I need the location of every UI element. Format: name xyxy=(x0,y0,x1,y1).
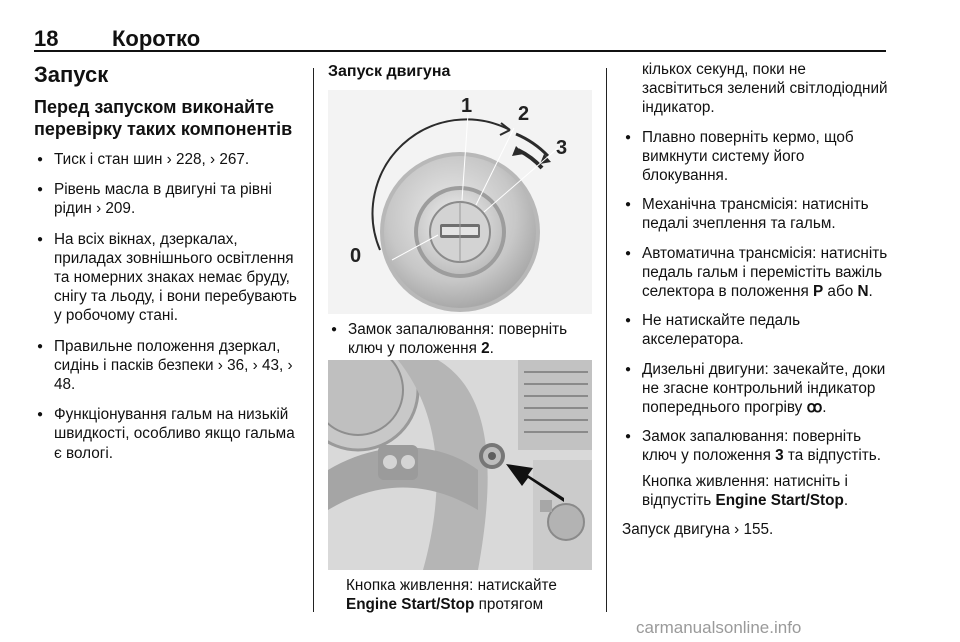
page-reference[interactable]: › 36, › 43, › 48. xyxy=(54,356,293,394)
column-2: Запуск двигуна xyxy=(328,62,598,92)
reference-text: Запуск двигуна xyxy=(622,521,735,539)
list-item: Функціонування гальм на низькій швидкост… xyxy=(34,405,304,463)
dashboard-start-button-photo xyxy=(328,360,592,570)
power-button-note: Кнопка живлення: натисніть і відпустіть … xyxy=(642,472,890,510)
caption-continuation: кількох секунд, поки не засвітиться зеле… xyxy=(642,61,888,117)
column-1: Запуск Перед запуском виконайте перевірк… xyxy=(34,62,304,474)
page-section-title: Коротко xyxy=(112,26,201,51)
list-item: Не натискайте педаль акселератора. xyxy=(622,311,890,349)
item-text: Не натискайте педаль акселератора. xyxy=(642,312,801,349)
item-text: Замок запалювання: поверніть ключ у поло… xyxy=(348,321,568,358)
item-text: Тиск і стан шин xyxy=(54,151,167,168)
note-text-end: . xyxy=(843,491,849,509)
list-item: Замок запалювання: поверніть ключ у поло… xyxy=(328,320,598,358)
ignition-key-illustration: 0 1 2 3 xyxy=(328,90,592,314)
note-text: Кнопка живлення: натисніть і відпустіть xyxy=(642,472,848,509)
engine-start-stop-label: Engine Start/Stop xyxy=(715,491,844,509)
item-text: Автоматична трансмісія: натисніть педаль… xyxy=(642,244,888,301)
list-item: Рівень масла в двигуні та рівні рідин › … xyxy=(34,180,304,218)
caption-text: Кнопка живлення: натискайте xyxy=(346,577,557,594)
item-text-end: та відпустіть. xyxy=(783,447,881,465)
page-reference[interactable]: › 155. xyxy=(734,521,774,539)
gear-p-label: P xyxy=(812,283,824,301)
item-text: Функціонування гальм на низькій швидкост… xyxy=(54,406,295,462)
key-position-3-label: 3 xyxy=(556,137,567,159)
item-text-end: . xyxy=(489,340,494,358)
gear-n-label: N xyxy=(857,283,869,301)
start-steps-list: Плавно поверніть кермо, щоб вимкнути сис… xyxy=(622,128,890,466)
checklist: Тиск і стан шин › 228, › 267. Рівень мас… xyxy=(34,150,304,463)
list-item: Автоматична трансмісія: натисніть педаль… xyxy=(622,244,890,302)
dashboard-drawing xyxy=(328,360,592,570)
section-heading: Запуск xyxy=(34,62,109,87)
key-position-2-label: 2 xyxy=(518,103,529,125)
start-button-caption: Кнопка живлення: натискайте Engine Start… xyxy=(346,576,596,614)
list-item: Правильне положення дзеркал, сидінь і па… xyxy=(34,337,304,395)
key-position-1-label: 1 xyxy=(461,95,472,117)
item-text-mid: або xyxy=(823,283,858,301)
page-reference[interactable]: › 209. xyxy=(96,200,136,218)
header-rule xyxy=(34,50,886,52)
key-position-0-label: 0 xyxy=(350,245,361,267)
item-text: Правильне положення дзеркал, сидінь і па… xyxy=(54,337,281,374)
engine-start-stop-label: Engine Start/Stop xyxy=(346,596,475,614)
list-item: Плавно поверніть кермо, щоб вимкнути сис… xyxy=(622,128,890,186)
cross-reference: Запуск двигуна › 155. xyxy=(622,520,890,539)
page-number: 18 xyxy=(34,26,59,51)
list-item: Тиск і стан шин › 228, › 267. xyxy=(34,150,304,169)
list-item: Механічна трансмісія: натисніть педалі з… xyxy=(622,195,890,233)
item-text: Механічна трансмісія: натисніть педалі з… xyxy=(642,196,869,233)
item-text-end: . xyxy=(868,283,873,301)
ignition-instruction: Замок запалювання: поверніть ключ у поло… xyxy=(328,320,598,369)
position-value: 2 xyxy=(481,340,490,358)
column-3: кількох секунд, поки не засвітиться зеле… xyxy=(622,61,890,539)
column-divider-right xyxy=(606,68,607,612)
column-divider-left xyxy=(313,68,314,612)
subheading: Перед запуском виконайте перевірку таких… xyxy=(34,97,293,139)
item-text: Замок запалювання: поверніть ключ у поло… xyxy=(642,428,862,465)
list-item: Замок запалювання: поверніть ключ у поло… xyxy=(622,427,890,465)
instruction-list: Замок запалювання: поверніть ключ у поло… xyxy=(328,320,598,358)
preheat-indicator-icon: ꝏ xyxy=(806,399,823,417)
item-text: Плавно поверніть кермо, щоб вимкнути сис… xyxy=(642,128,854,185)
watermark: carmanualsonline.info xyxy=(636,618,802,637)
list-item: Дизельні двигуни: зачекайте, доки не зга… xyxy=(622,360,890,418)
item-text: Рівень масла в двигуні та рівні рідин xyxy=(54,181,272,218)
section-heading: Запуск двигуна xyxy=(328,63,451,80)
caption-text-end: протягом xyxy=(474,596,544,614)
page-reference[interactable]: › 228, › 267. xyxy=(166,151,250,168)
position-value: 3 xyxy=(775,447,784,465)
item-text-end: . xyxy=(822,399,827,417)
item-text: На всіх вікнах, дзеркалах, приладах зовн… xyxy=(54,230,297,325)
item-text: Дизельні двигуни: зачекайте, доки не зга… xyxy=(642,360,886,417)
list-item: На всіх вікнах, дзеркалах, приладах зовн… xyxy=(34,230,304,326)
ignition-lock-drawing: 0 1 2 3 xyxy=(328,90,592,314)
